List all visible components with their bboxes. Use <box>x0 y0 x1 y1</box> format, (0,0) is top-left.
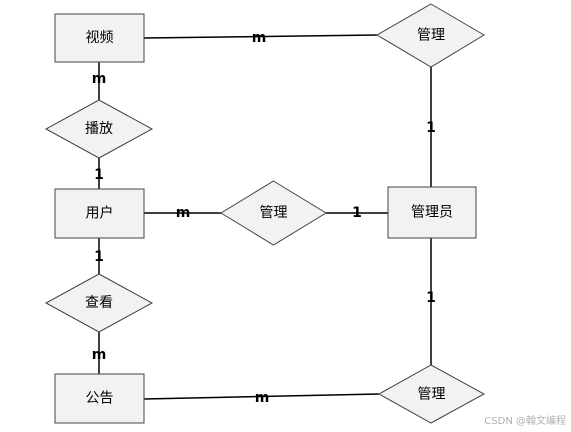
entity-user-label: 用户 <box>86 205 114 222</box>
relationship-view[interactable]: 查看 <box>44 273 154 333</box>
cardinality-admin-manage-video: 1 <box>426 120 436 136</box>
entity-admin-label: 管理员 <box>411 205 453 221</box>
relationship-play-label: 播放 <box>85 121 113 137</box>
cardinality-user-view: 1 <box>94 249 104 265</box>
relationship-manage-video-diamond <box>376 3 485 68</box>
relationship-manage-user[interactable]: 管理 <box>220 180 327 246</box>
relationship-manage-user-diamond <box>220 180 327 246</box>
cardinality-video-play: m <box>92 71 107 87</box>
connector-lines <box>98 34 432 400</box>
entity-video-box <box>54 13 145 63</box>
cardinality-notice-view: m <box>92 347 107 363</box>
cardinality-video-manage: m <box>252 30 267 46</box>
relationship-view-label: 查看 <box>85 295 113 311</box>
entity-admin-box <box>387 186 477 239</box>
cardinality-notice-manage: m <box>255 390 270 406</box>
entity-notice-box <box>54 373 145 424</box>
relationship-play[interactable]: 播放 <box>44 99 154 159</box>
entity-user[interactable]: 用户 <box>54 188 145 239</box>
cardinality-labels: m 1 m 1 m 1 1 m 1 m <box>92 30 436 406</box>
relationship-view-diamond <box>44 273 154 333</box>
relationship-manage-notice-diamond <box>377 364 486 424</box>
entity-video[interactable]: 视频 <box>54 13 145 63</box>
entity-notice-label: 公告 <box>86 391 114 407</box>
relationship-manage-video-label: 管理 <box>417 28 445 44</box>
cardinality-user-play: 1 <box>94 167 104 183</box>
entity-video-label: 视频 <box>86 30 114 46</box>
watermark-text: CSDN @翰文编程 <box>484 414 566 427</box>
relationship-manage-video[interactable]: 管理 <box>376 3 485 68</box>
cardinality-user-manage: m <box>176 205 191 221</box>
edge-notice-manage <box>143 393 380 400</box>
cardinality-admin-manage-notice: 1 <box>426 290 436 306</box>
edge-video-manage <box>143 34 378 39</box>
relationship-manage-notice[interactable]: 管理 <box>377 364 486 424</box>
relationship-manage-notice-label: 管理 <box>418 387 446 403</box>
entity-notice[interactable]: 公告 <box>54 373 145 424</box>
entity-admin[interactable]: 管理员 <box>387 186 477 239</box>
relationship-play-diamond <box>44 99 154 159</box>
entity-user-box <box>54 188 145 239</box>
relationship-manage-user-label: 管理 <box>260 205 288 221</box>
cardinality-admin-manage-user: 1 <box>352 205 362 221</box>
